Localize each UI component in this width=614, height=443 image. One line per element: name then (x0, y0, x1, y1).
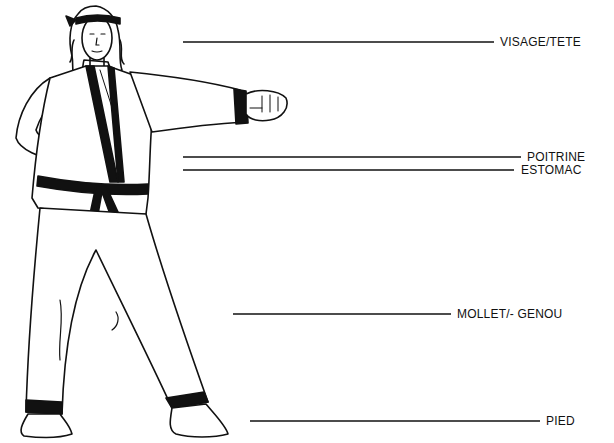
leader-line (183, 41, 494, 43)
leader-lines (183, 42, 540, 421)
body-part-label: ESTOMAC (521, 162, 582, 178)
leader-line (183, 169, 514, 171)
body-part-label: VISAGE/TETE (500, 34, 581, 50)
leader-line (250, 420, 540, 422)
body-part-label: MOLLET/- GENOU (457, 306, 562, 322)
body-part-label: POITRINE (527, 149, 585, 165)
leader-line (233, 313, 451, 315)
body-part-label: PIED (546, 413, 575, 429)
fighter (16, 6, 287, 437)
leader-line (183, 156, 521, 158)
